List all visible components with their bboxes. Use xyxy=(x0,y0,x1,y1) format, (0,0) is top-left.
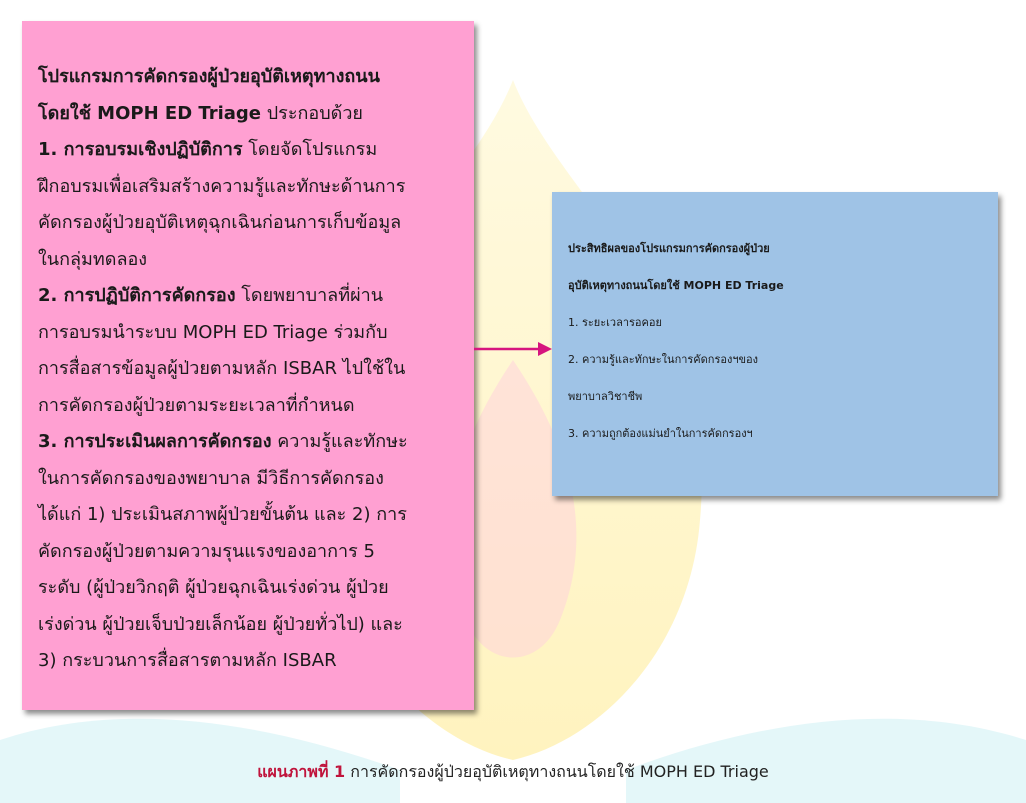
item2-heading-line: 2. การปฏิบัติการคัดกรอง โดยพยาบาลที่ผ่าน xyxy=(38,278,460,315)
program-effectiveness-box: ประสิทธิผลของโปรแกรมการคัดกรองผู้ป่วย อุ… xyxy=(552,192,998,496)
item1-heading-rest: โดยจัดโปรแกรม xyxy=(242,139,378,160)
program-components-box: โปรแกรมการคัดกรองผู้ป่วยอุบัติเหตุทางถนน… xyxy=(22,21,474,710)
outcome-item1: 1. ระยะเวลารอคอย xyxy=(568,316,662,329)
item3-line2: ในการคัดกรองของพยาบาล มีวิธีการคัดกรอง xyxy=(38,467,384,489)
watermark-inner-petal xyxy=(449,360,577,658)
outcome-item2-line1: 2. ความรู้และทักษะในการคัดกรองฯของ xyxy=(568,353,759,366)
watermark-right-wave xyxy=(626,718,1026,803)
item1-line3: คัดกรองผู้ป่วยอุบัติเหตุฉุกเฉินก่อนการเก… xyxy=(38,212,402,233)
figure-caption-text: การคัดกรองผู้ป่วยอุบัติเหตุทางถนนโดยใช้ … xyxy=(345,762,769,781)
flow-arrow-head xyxy=(538,342,552,356)
item2-line2: การอบรมนำระบบ MOPH ED Triage ร่วมกับ xyxy=(38,321,388,343)
item3-line7: 3) กระบวนการสื่อสารตามหลัก ISBAR xyxy=(38,650,337,671)
item3-line3: ได้แก่ 1) ประเมินสภาพผู้ป่วยขั้นต้น และ … xyxy=(38,504,407,525)
item1-heading-line: 1. การอบรมเชิงปฏิบัติการ โดยจัดโปรแกรม xyxy=(38,132,460,169)
watermark-left-wave xyxy=(0,718,400,803)
item3-heading-rest: ความรู้และทักษะ xyxy=(271,431,408,452)
left-box-title-line2-bold: โดยใช้ MOPH ED Triage xyxy=(38,102,262,124)
item1-line4: ในกลุ่มทดลอง xyxy=(38,248,148,270)
item2-line3: การสื่อสารข้อมูลผู้ป่วยตามหลัก ISBAR ไปใ… xyxy=(38,358,406,379)
left-box-title-line2-rest: ประกอบด้วย xyxy=(261,102,363,124)
item3-line4: คัดกรองผู้ป่วยตามความรุนแรงของอาการ 5 xyxy=(38,540,376,562)
item3-heading-line: 3. การประเมินผลการคัดกรอง ความรู้และทักษ… xyxy=(38,424,460,461)
item2-heading: 2. การปฏิบัติการคัดกรอง xyxy=(38,285,236,306)
figure-caption: แผนภาพที่ 1 การคัดกรองผู้ป่วยอุบัติเหตุท… xyxy=(0,760,1026,785)
item3-heading: 3. การประเมินผลการคัดกรอง xyxy=(38,431,272,452)
item1-line2: ฝึกอบรมเพื่อเสริมสร้างความรู้และทักษะด้า… xyxy=(38,175,406,197)
item3-line5: ระดับ (ผู้ป่วยวิกฤติ ผู้ป่วยฉุกเฉินเร่งด… xyxy=(38,577,389,598)
outcome-item2-line2: พยาบาลวิชาชีพ xyxy=(568,390,643,403)
outcome-item3: 3. ความถูกต้องแม่นยำในการคัดกรองฯ xyxy=(568,427,753,440)
item1-heading: 1. การอบรมเชิงปฏิบัติการ xyxy=(38,139,243,160)
right-box-title-line2: อุบัติเหตุทางถนนโดยใช้ MOPH ED Triage xyxy=(568,279,784,292)
right-box-title-line1: ประสิทธิผลของโปรแกรมการคัดกรองผู้ป่วย xyxy=(568,242,770,255)
figure-caption-label: แผนภาพที่ 1 xyxy=(257,762,346,781)
item3-line6: เร่งด่วน ผู้ป่วยเจ็บป่วยเล็กน้อย ผู้ป่วย… xyxy=(38,613,403,635)
item2-heading-rest: โดยพยาบาลที่ผ่าน xyxy=(235,285,384,306)
left-box-title-line2: โดยใช้ MOPH ED Triage ประกอบด้วย xyxy=(38,96,460,133)
left-box-title-line1: โปรแกรมการคัดกรองผู้ป่วยอุบัติเหตุทางถนน xyxy=(38,66,380,87)
item2-line4: การคัดกรองผู้ป่วยตามระยะเวลาที่กำหนด xyxy=(38,394,355,416)
